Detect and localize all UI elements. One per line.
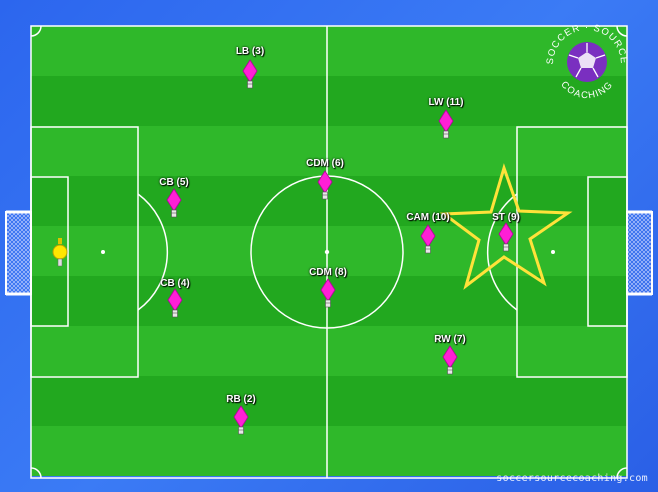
pitch-stripe [31,226,627,276]
goalkeeper-marker [52,238,68,267]
pitch-stripe [31,376,627,426]
player-marker-lw [438,109,454,139]
pitch-stripe [31,76,627,126]
player-label-cdm6: CDM (6) [306,158,344,169]
pitch-stripe [31,26,627,76]
player-label-lw: LW (11) [428,97,464,108]
center-spot [324,249,330,255]
player-marker-cdm6 [317,170,333,200]
right-penalty-arc [486,193,518,311]
player-marker-cdm8 [320,278,336,308]
pitch-stripe [31,426,627,476]
player-label-rb: RB (2) [226,394,256,405]
right-penalty-spot [551,250,555,254]
players [52,59,514,435]
right-goal [626,210,653,296]
player-marker-cb4 [167,288,183,318]
player-label-st: ST (9) [492,212,520,223]
highlight-star-icon [439,163,573,290]
pitch-stripes [31,26,627,476]
player-marker-cam [420,224,436,254]
corner-arc [616,25,628,37]
player-label-cb5: CB (5) [159,177,189,188]
player-marker-rb [233,405,249,435]
left-penalty-spot [101,250,105,254]
left-goal [5,210,32,296]
player-label-cam: CAM (10) [406,212,450,223]
pitch-stripe [31,126,627,176]
player-marker-cb5 [166,188,182,218]
player-label-rw: RW (7) [434,334,466,345]
corner-arc [616,467,628,479]
player-label-lb: LB (3) [235,46,265,57]
player-marker-st [498,222,514,252]
corner-arc [30,25,42,37]
player-label-cb4: CB (4) [160,278,190,289]
player-marker-lb [242,59,258,89]
player-label-cdm8: CDM (8) [309,267,347,278]
player-marker-rw [442,345,458,375]
corner-arc [30,467,42,479]
left-penalty-arc [137,193,169,311]
pitch-stripe [31,326,627,376]
watermark: soccersourcecoaching.com [496,473,648,484]
